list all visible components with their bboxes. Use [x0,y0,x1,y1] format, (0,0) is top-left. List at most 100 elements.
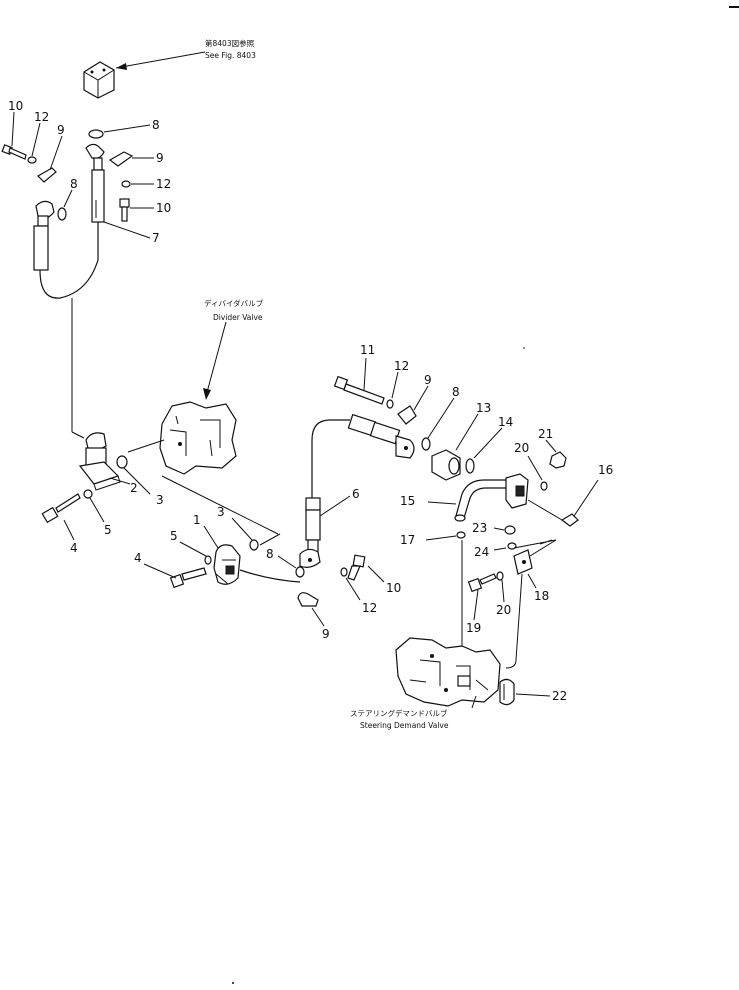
o-ring-3 [249,539,259,551]
divider-arrowhead [203,388,211,400]
callout-12: 12 [34,110,49,124]
divider-arrow [205,321,227,397]
callout-12: 12 [362,601,377,615]
bolt-4 [41,493,81,524]
adapter-13 [431,449,461,481]
see-fig-caption-en: See Fig. 8403 [205,51,256,60]
steering-caption-jp: ステアリングデマンドバルブ [350,708,448,718]
o-ring-8 [421,437,431,451]
bolt-10 [347,554,366,581]
callout-1: 1 [193,513,201,527]
callout-8: 8 [452,385,460,399]
elbow-fitting [85,432,107,467]
left-cylinder [33,200,55,271]
callout-15: 15 [400,494,415,508]
hose-short [239,569,301,583]
bolt-10 [1,144,27,160]
divider-caption-jp: ディバイダバルブ [204,298,264,308]
o-ring-8 [57,207,67,221]
clamp-9 [37,167,57,183]
pipe-line [505,573,523,669]
callout-8: 8 [70,177,78,191]
leader-line [161,475,279,535]
steering-demand-valve [395,637,501,707]
washer-12 [340,567,348,577]
callout-21: 21 [538,427,553,441]
washer-5 [204,555,212,565]
o-ring-3 [116,455,128,469]
o-ring-14 [465,458,475,474]
steering-caption-en: Steering Demand Valve [360,721,449,730]
o-ring-17 [456,531,466,539]
callout-9: 9 [57,123,65,137]
callout-6: 6 [352,487,360,501]
callout-3: 3 [217,505,225,519]
callout-12: 12 [156,177,171,191]
clamp-9 [297,592,319,607]
callout-23: 23 [472,521,487,535]
hose-loop [39,222,99,299]
callout-16: 16 [598,463,613,477]
callout-20: 20 [496,603,511,617]
callout-8: 8 [152,118,160,132]
washer-12 [121,180,131,188]
callout-11: 11 [360,343,375,357]
bolt-10 [119,198,130,222]
callout-20: 20 [514,441,529,455]
see-fig-arrowhead [116,63,127,70]
hose-6 [299,419,350,568]
divider-valve [159,401,237,475]
o-ring-8 [88,129,104,139]
callout-10: 10 [156,201,171,215]
nut-21 [549,451,567,469]
callout-22: 22 [552,689,567,703]
callout-10: 10 [386,581,401,595]
callout-8: 8 [266,547,274,561]
divider-caption-en: Divider Valve [213,313,263,322]
nut-23 [504,525,516,535]
hose-fitting [347,413,415,459]
washer-12 [386,399,394,409]
washer-20 [496,571,504,581]
callout-3: 3 [156,493,164,507]
washer-5 [83,489,93,499]
clamp-9 [397,405,417,425]
callout-14: 14 [498,415,513,429]
see-fig-caption-jp: 第8403図参照 [205,38,255,48]
reference-block [83,61,115,99]
washer-12 [27,156,37,164]
see-fig-arrow [115,51,206,69]
page-dot [232,982,234,984]
clamp-9 [108,151,134,167]
o-ring-8 [295,566,305,578]
callout-5: 5 [104,523,112,537]
tube-15 [454,479,510,522]
callout-9: 9 [156,151,164,165]
callout-10: 10 [8,99,23,113]
cylinder-7 [85,143,105,223]
steering-arrow [471,695,477,709]
callout-4: 4 [134,551,142,565]
callout-12: 12 [394,359,409,373]
callout-24: 24 [474,545,489,559]
callout-7: 7 [152,231,160,245]
flange-2 [78,461,121,491]
bolt-4 [169,567,207,589]
callout-5: 5 [170,529,178,543]
bolt-11 [333,375,385,405]
fitting-1 [213,544,241,585]
washer-20 [540,481,548,491]
callout-9: 9 [322,627,330,641]
callout-19: 19 [466,621,481,635]
callout-4: 4 [70,541,78,555]
callout-18: 18 [534,589,549,603]
tube-block [505,473,529,509]
callout-17: 17 [400,533,415,547]
elbow-22 [499,678,515,706]
bolt-19 [467,573,497,593]
plug-16 [560,513,579,527]
bracket-18 [513,549,533,575]
callout-2: 2 [130,481,138,495]
callout-9: 9 [424,373,432,387]
